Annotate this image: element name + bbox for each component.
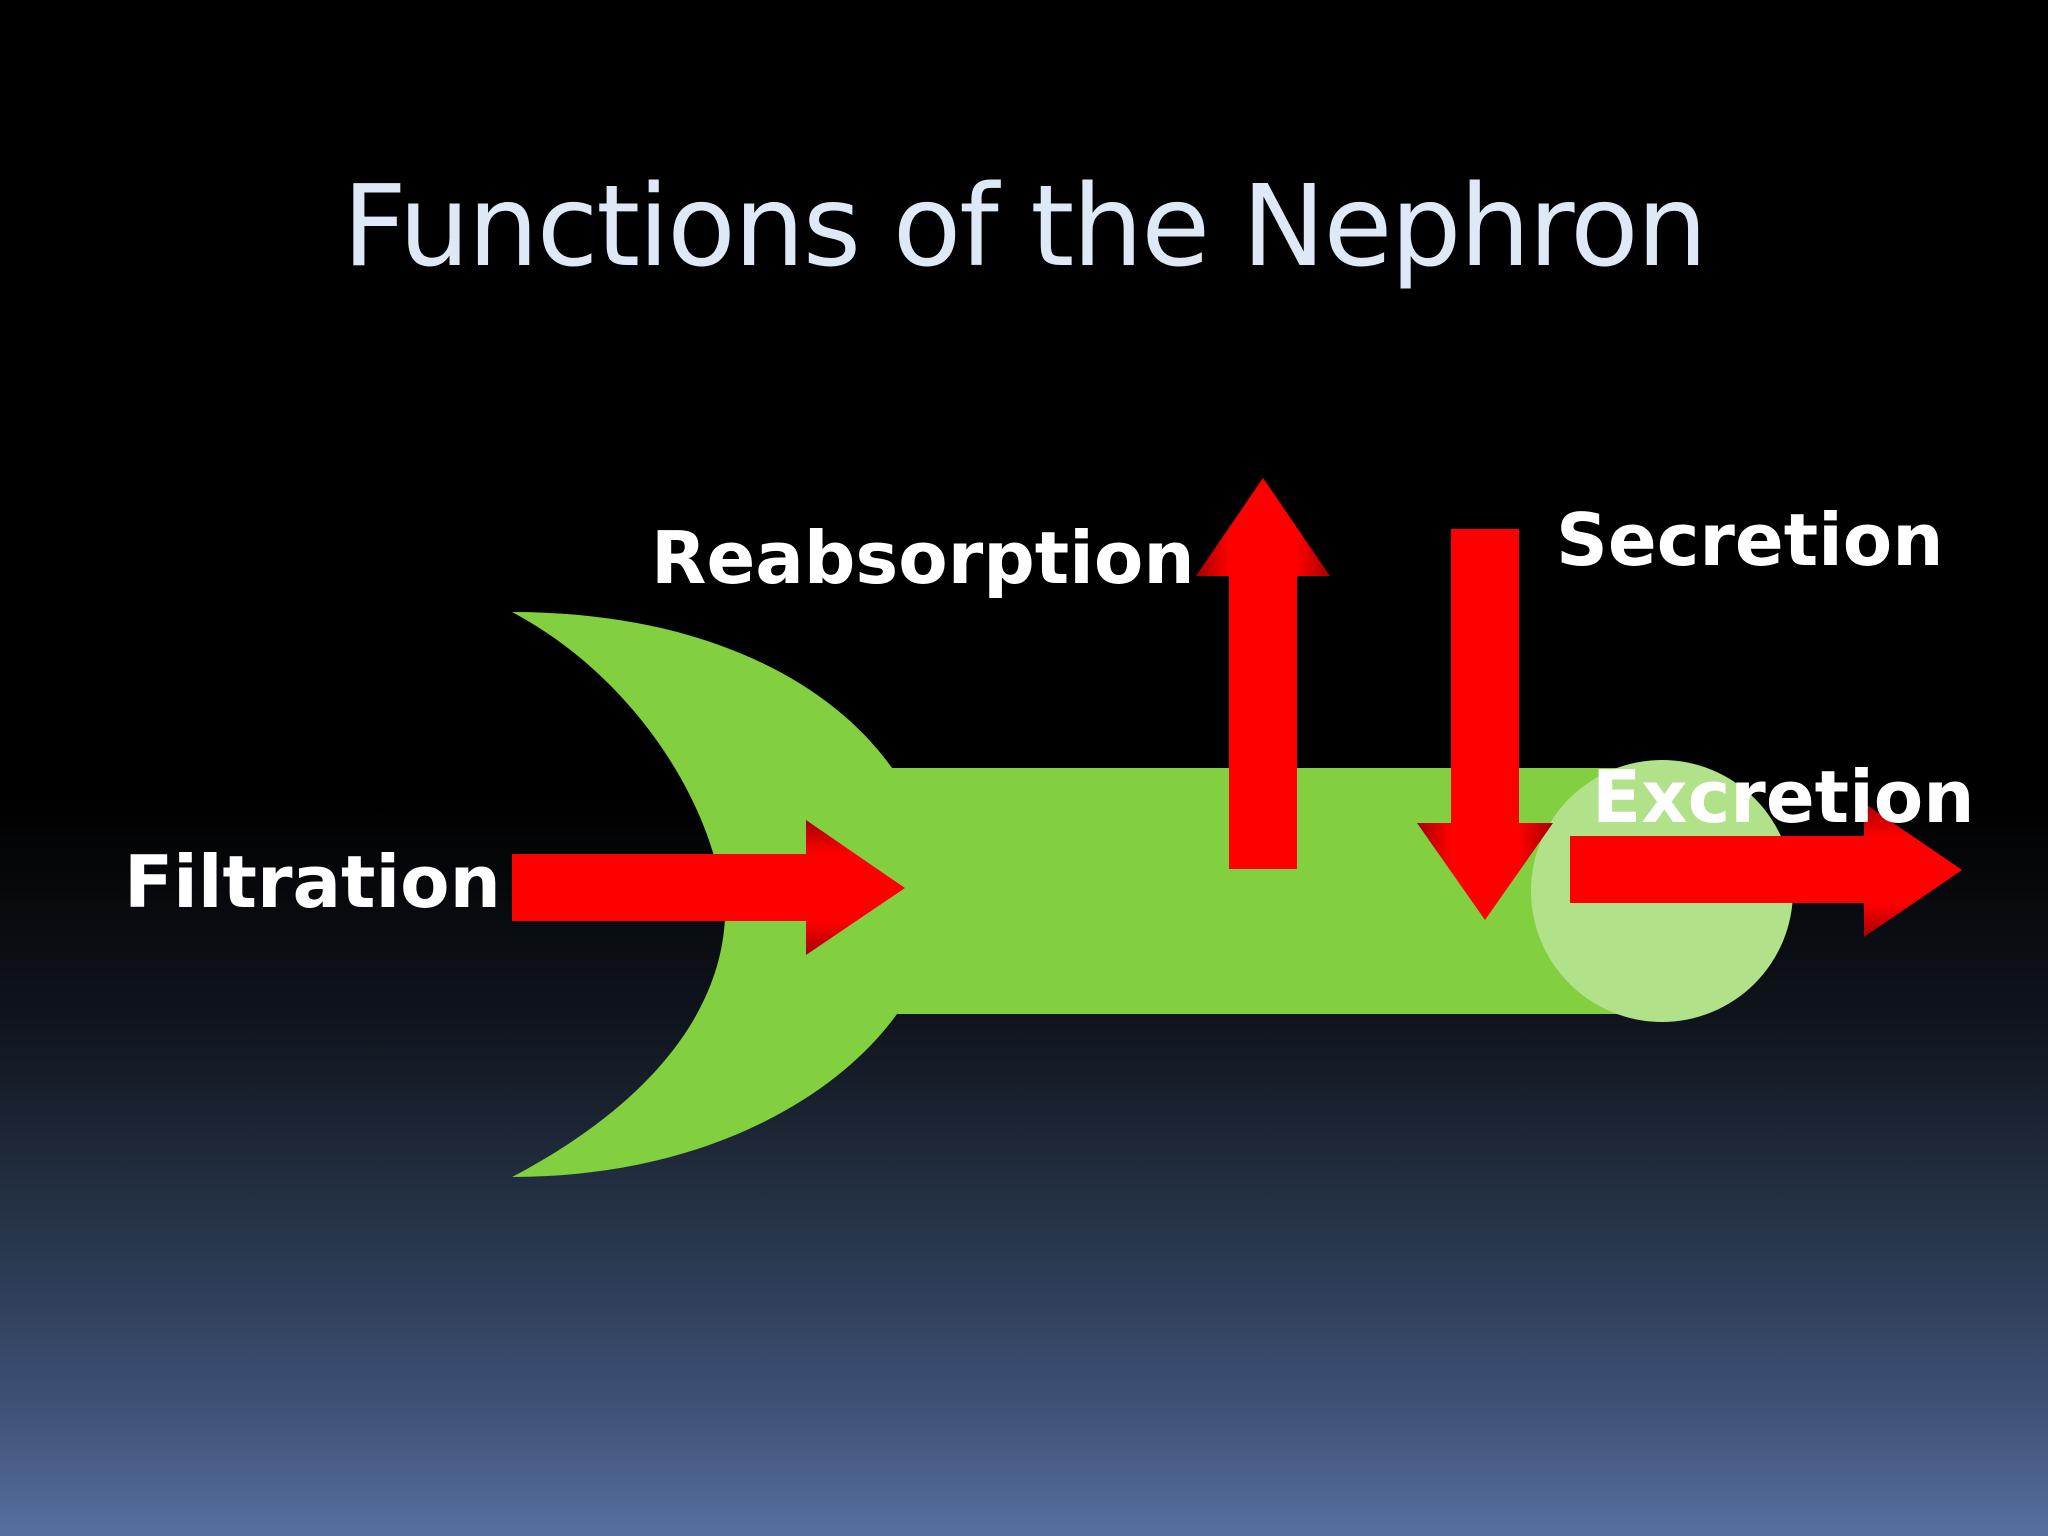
excretion-label: Excretion — [1592, 755, 1974, 839]
filtration-arrow — [512, 820, 905, 955]
excretion-arrow — [1570, 803, 1962, 937]
filtration-label: Filtration — [124, 840, 501, 924]
secretion-arrow — [1417, 529, 1553, 920]
slide-title: Functions of the Nephron — [342, 162, 1707, 292]
reabsorption-arrow — [1196, 478, 1330, 869]
nephron-tubule — [512, 612, 1790, 1177]
reabsorption-label: Reabsorption — [651, 516, 1195, 600]
secretion-label: Secretion — [1556, 498, 1944, 582]
